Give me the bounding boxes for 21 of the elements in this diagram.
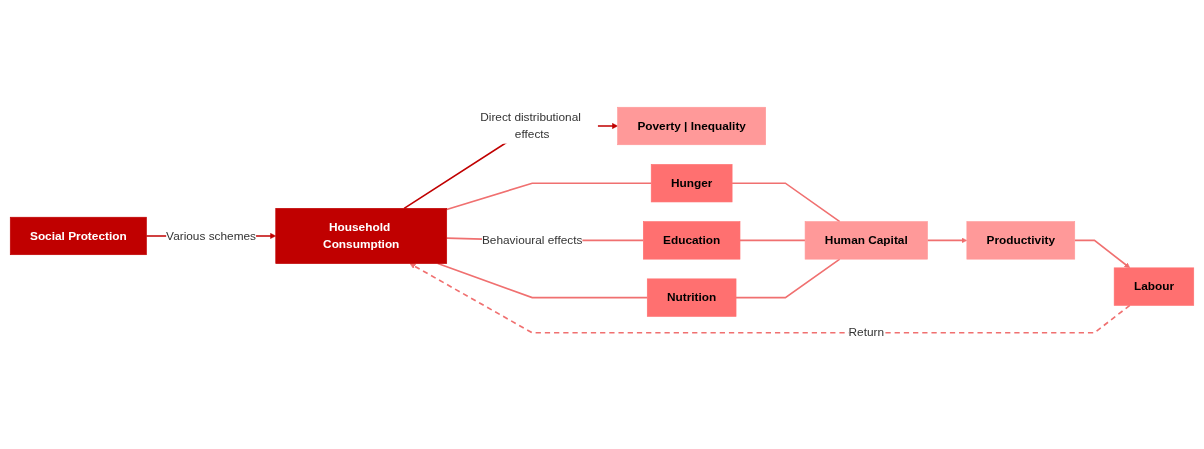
connector: [731, 182, 841, 223]
arrow: [409, 263, 1131, 334]
edge-label: Various schemes: [166, 229, 257, 243]
edge-label: Behavioural effects: [481, 233, 583, 247]
connector: [445, 182, 653, 211]
connector: [437, 262, 649, 299]
node-box: Household Consumption: [275, 208, 448, 264]
edge-label: Return: [848, 325, 885, 340]
node-box: Education: [643, 221, 741, 260]
node-box: Human Capital: [804, 221, 928, 260]
node-box: Nutrition: [646, 278, 737, 317]
arrow: [1073, 239, 1131, 269]
edge-label: Direct distributional effects: [480, 110, 581, 142]
connector: [739, 239, 806, 242]
node-box: Labour: [1113, 267, 1195, 306]
node-box: Social Protection: [9, 216, 147, 256]
arrow: [926, 237, 968, 244]
node-box: Poverty | Inequality: [617, 106, 766, 146]
connector: [735, 258, 841, 299]
node-box: Hunger: [650, 164, 733, 203]
node-box: Productivity: [966, 221, 1076, 260]
